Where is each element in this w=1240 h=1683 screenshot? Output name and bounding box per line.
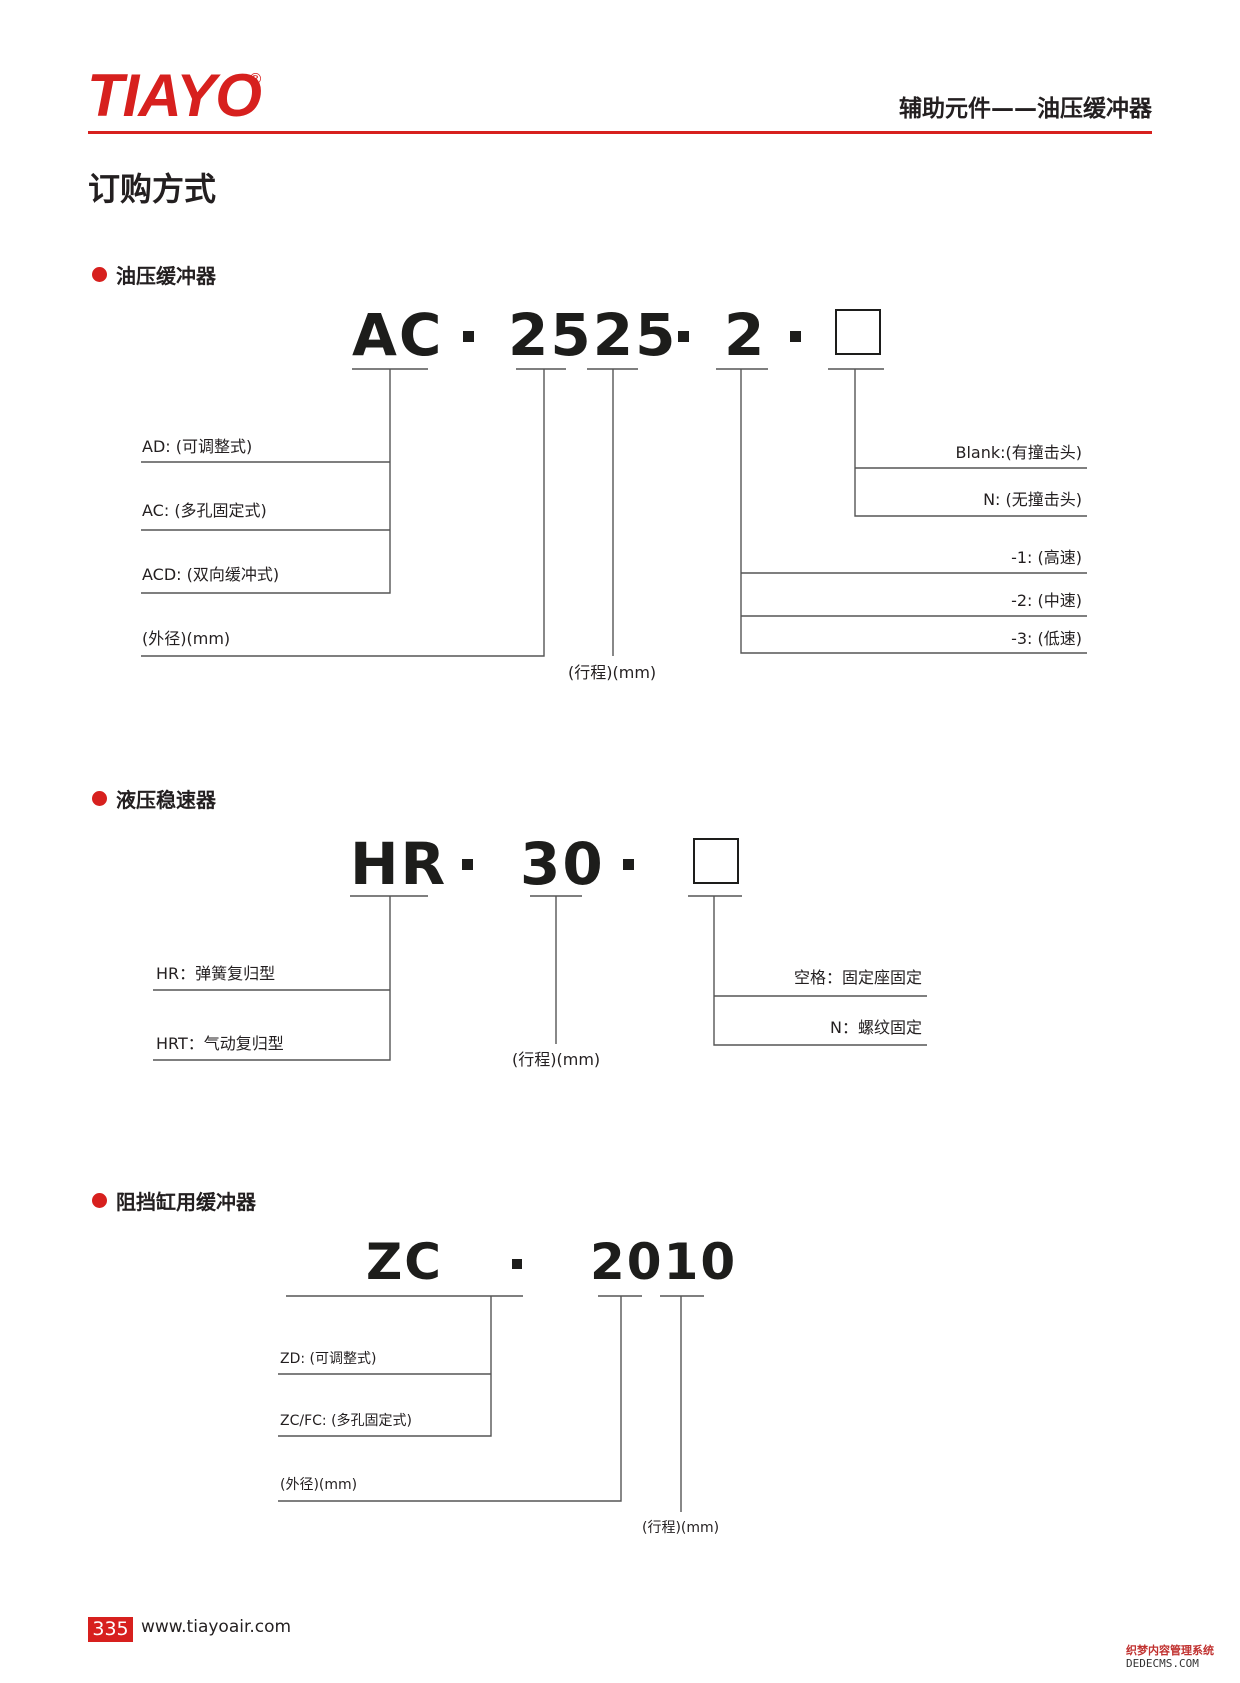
label-zcfc-fixed: ZC/FC: (多孔固定式) [280, 1413, 413, 1429]
label-ac-fixed: AC: (多孔固定式) [142, 501, 267, 520]
code-separator-dot [512, 1259, 522, 1269]
code-series: AC [352, 301, 444, 369]
code-separator-dot [463, 331, 474, 342]
registered-mark: ® [248, 70, 263, 88]
label-blank-with-head: Blank:(有撞击头) [955, 443, 1082, 462]
section-title-stopper-buffer: 阻挡缸用缓冲器 [92, 1192, 256, 1212]
code-series: ZC [366, 1233, 443, 1291]
code-diameter-stroke: 2010 [590, 1233, 738, 1291]
code-separator-dot [462, 859, 473, 870]
label-n-without-head: N: (无撞击头) [983, 490, 1082, 509]
tiayo-logo: TIAYO [87, 62, 262, 129]
label-hr-spring-return: HR：弹簧复归型 [156, 964, 276, 983]
red-bullet-icon [92, 1193, 107, 1208]
code-separator-dot [623, 859, 634, 870]
header-category: 辅助元件——油压缓冲器 [899, 96, 1152, 122]
label-hrt-air-return: HRT：气动复归型 [156, 1034, 284, 1053]
label-speed-medium: -2: (中速) [1011, 591, 1082, 610]
code-series: HR [350, 830, 448, 898]
section-title-hydraulic-stabilizer: 液压稳速器 [92, 790, 216, 810]
label-space-fixed-seat: 空格：固定座固定 [793, 968, 922, 987]
code-separator-dot [678, 331, 689, 342]
code-option-box [835, 309, 881, 355]
header-divider [88, 131, 1152, 134]
code-separator-dot [790, 331, 801, 342]
code-speed: 2 [724, 301, 767, 369]
code-option-box [693, 838, 739, 884]
red-bullet-icon [92, 791, 107, 806]
page-number: 335 [88, 1617, 133, 1642]
label-zd-adjustable: ZD: (可调整式) [280, 1351, 377, 1367]
watermark-domain: DEDECMS.COM [1126, 1657, 1199, 1670]
page-title: 订购方式 [88, 170, 217, 208]
label-stroke: (行程)(mm) [512, 1050, 601, 1069]
section-title-hydraulic-buffer: 油压缓冲器 [92, 266, 216, 286]
website-url[interactable]: www.tiayoair.com [141, 1617, 292, 1637]
red-bullet-icon [92, 267, 107, 282]
label-stroke: (行程)(mm) [642, 1520, 720, 1536]
label-speed-low: -3: (低速) [1011, 629, 1082, 648]
watermark-text: 织梦内容管理系统 [1126, 1644, 1214, 1657]
code-diameter-stroke: 2525 [508, 301, 678, 369]
label-outer-diameter: (外径)(mm) [142, 629, 231, 648]
code-stroke: 30 [520, 830, 605, 898]
label-acd-bidirectional: ACD: (双向缓冲式) [142, 565, 280, 584]
label-ad-adjustable: AD: (可调整式) [142, 437, 253, 456]
label-n-thread: N：螺纹固定 [830, 1018, 922, 1037]
label-outer-diameter: (外径)(mm) [280, 1477, 358, 1493]
label-speed-high: -1: (高速) [1011, 548, 1082, 567]
label-stroke: (行程)(mm) [568, 663, 657, 682]
